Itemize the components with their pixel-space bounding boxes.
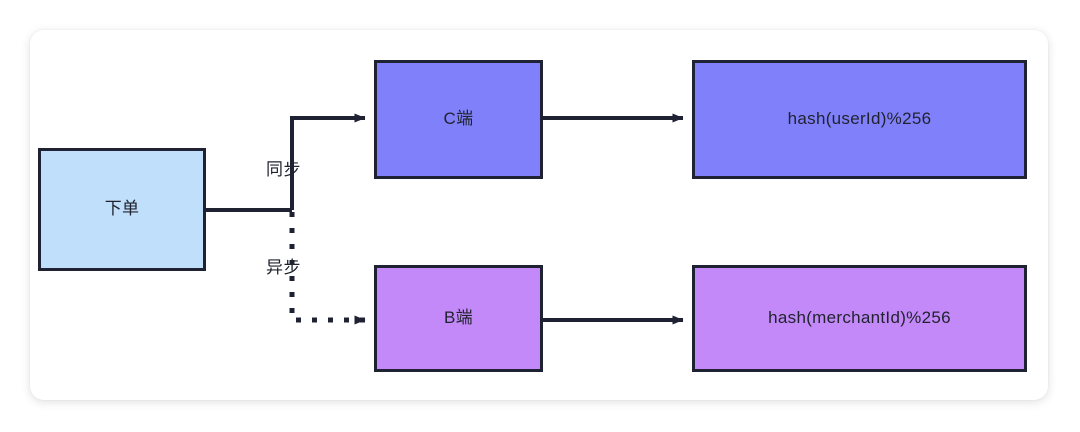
edge-order-to-c bbox=[290, 113, 366, 210]
node-hash-merchant-label: hash(merchantId)%256 bbox=[768, 308, 951, 328]
edge-label-sync: 同步 bbox=[266, 160, 301, 179]
edge-label-async: 异步 bbox=[266, 258, 301, 277]
node-hash-merchant[interactable]: hash(merchantId)%256 bbox=[692, 265, 1027, 372]
node-order-label: 下单 bbox=[104, 199, 140, 219]
edge-order-to-b bbox=[289, 212, 366, 325]
node-order[interactable]: 下单 bbox=[38, 148, 206, 271]
node-b-side[interactable]: B端 bbox=[374, 265, 543, 372]
node-hash-user-label: hash(userId)%256 bbox=[787, 109, 932, 129]
node-c-side-label: C端 bbox=[443, 109, 474, 129]
node-c-side[interactable]: C端 bbox=[374, 60, 543, 179]
node-b-side-label: B端 bbox=[444, 308, 473, 328]
node-hash-user[interactable]: hash(userId)%256 bbox=[692, 60, 1027, 179]
